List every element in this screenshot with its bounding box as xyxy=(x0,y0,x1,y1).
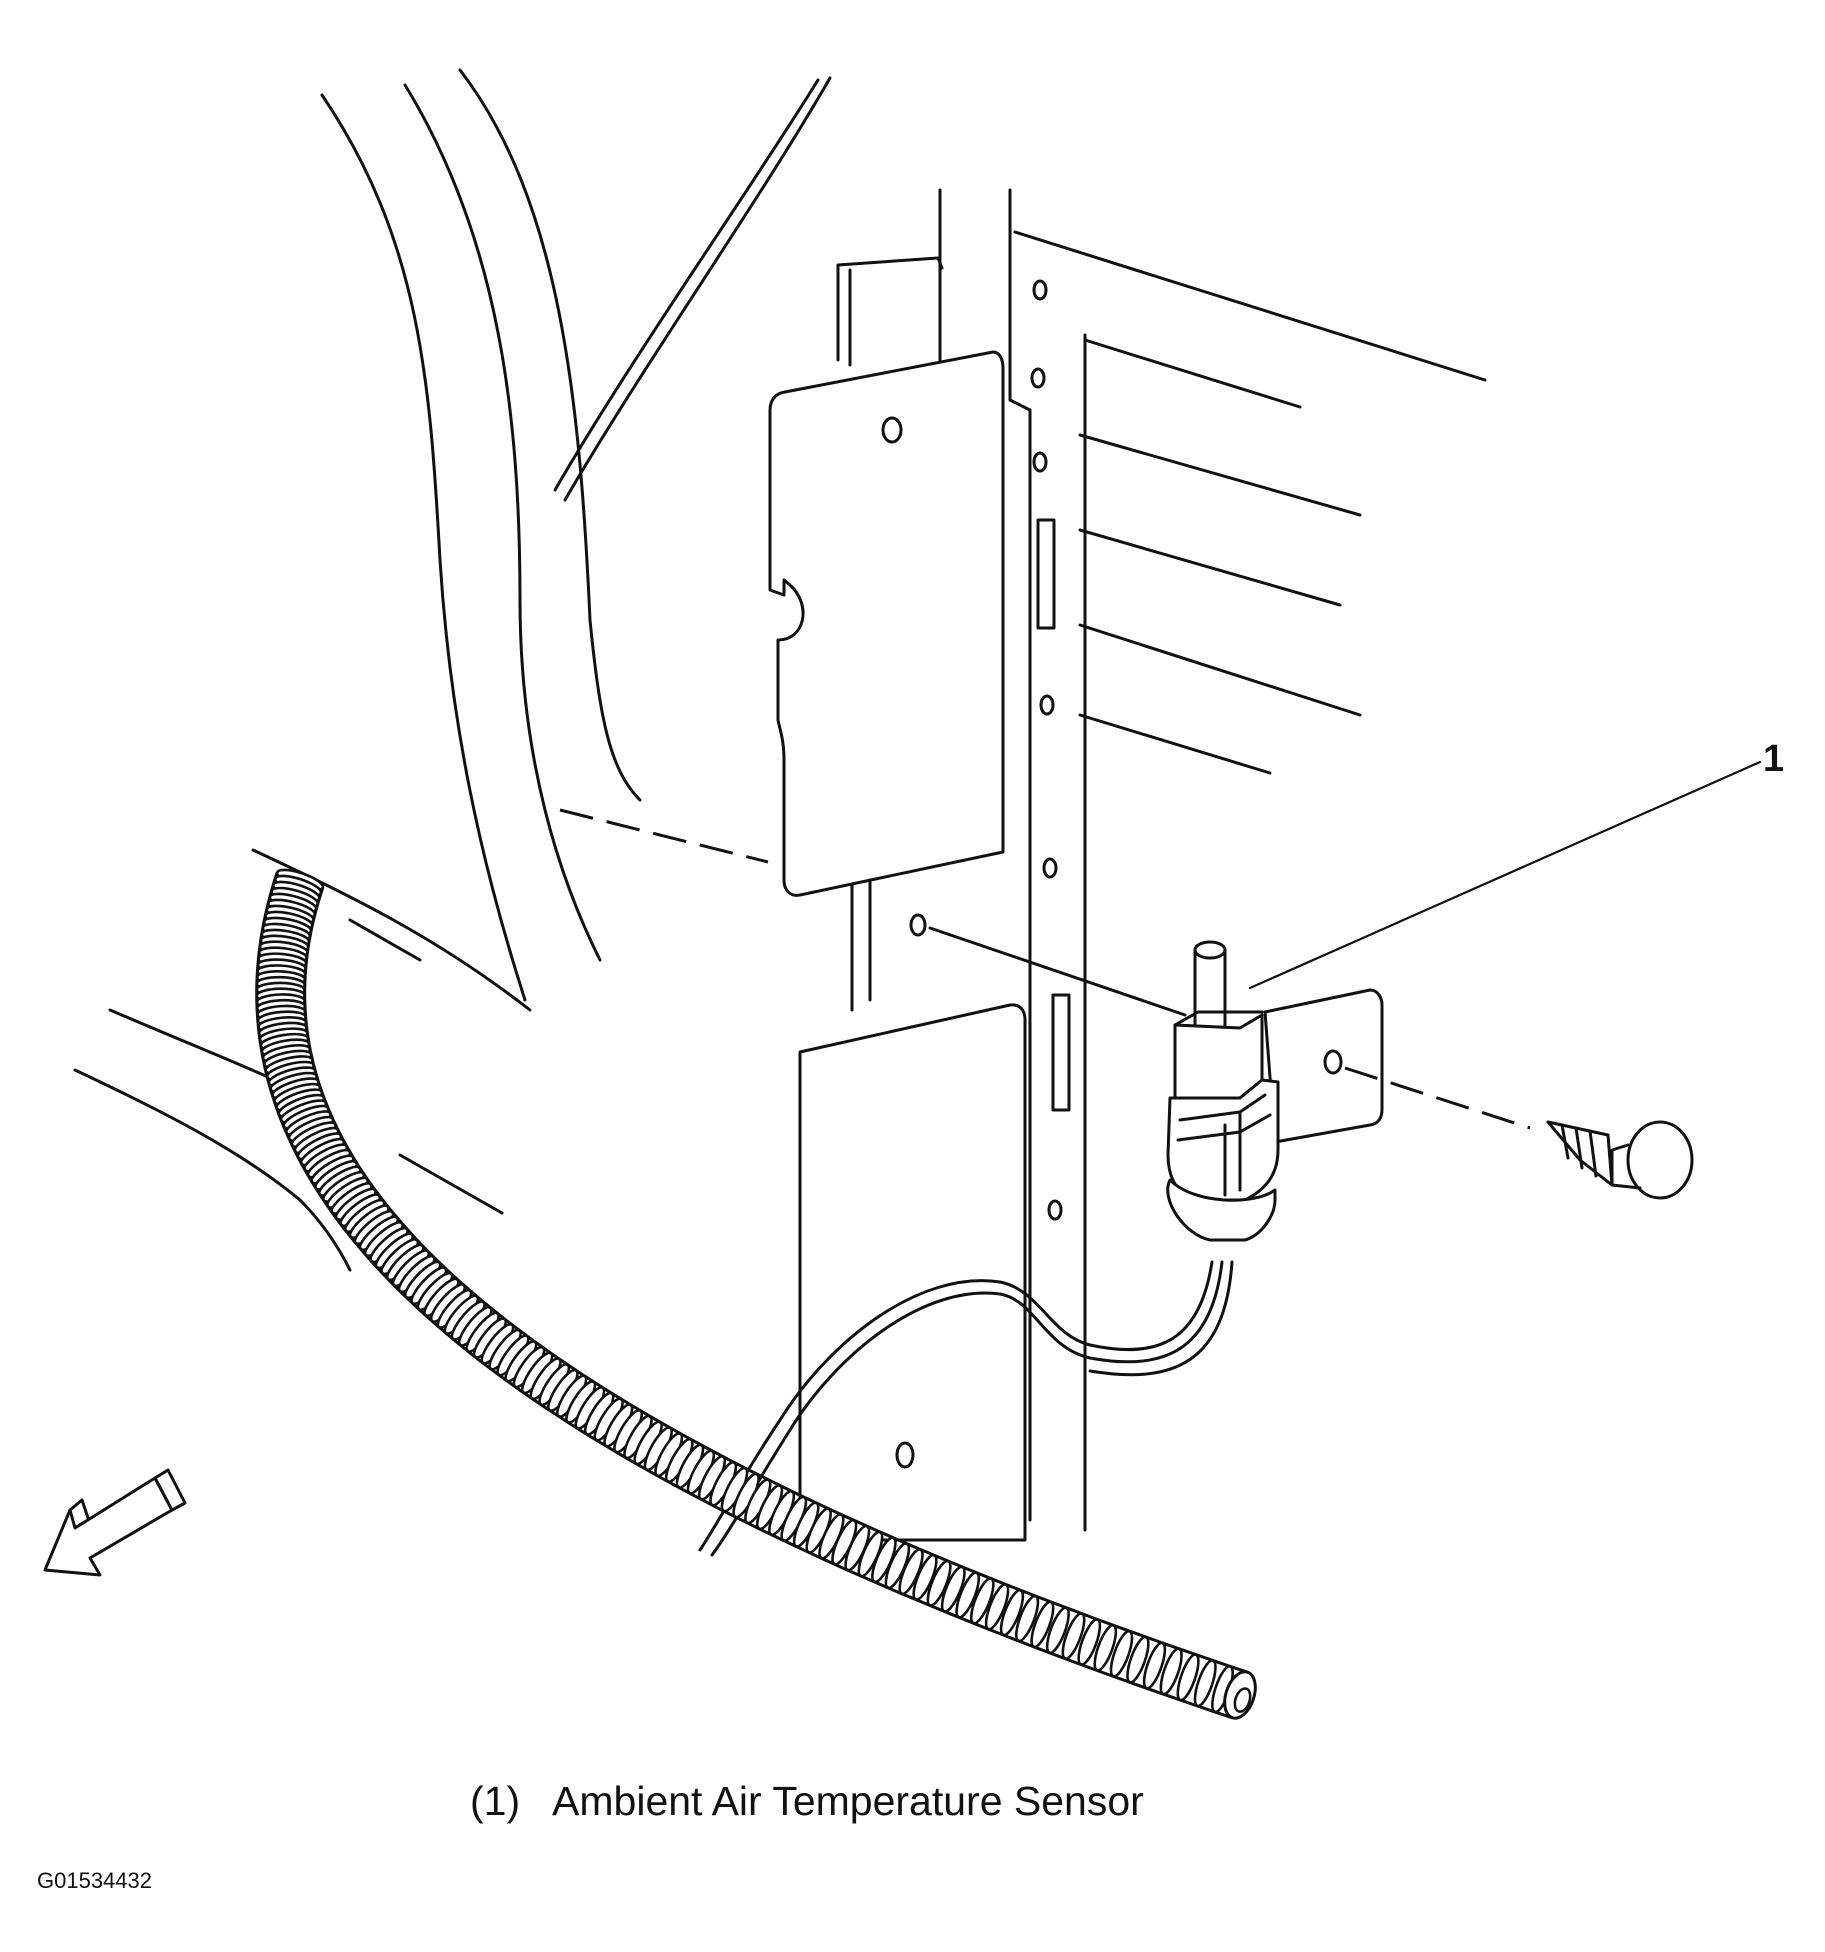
ambient-air-temperature-sensor xyxy=(1166,940,1384,1242)
wiring-harness-conduit xyxy=(255,868,1257,1720)
radiator-core xyxy=(1013,230,1487,1532)
conduit-end-opening xyxy=(1233,1687,1252,1713)
sensor-wires xyxy=(698,1260,1234,1557)
callout-number-1: 1 xyxy=(1763,738,1785,780)
figure-caption: (1) Ambient Air Temperature Sensor xyxy=(470,1778,1144,1825)
front-direction-arrow xyxy=(43,1468,187,1577)
radiator-support-rail xyxy=(938,188,1071,1522)
caption-number: (1) xyxy=(470,1778,521,1824)
callout-1-leader xyxy=(1248,760,1762,990)
conduit-outline xyxy=(255,872,1233,1720)
alignment-dash-right xyxy=(1344,1066,1531,1130)
caption-text: Ambient Air Temperature Sensor xyxy=(552,1778,1144,1824)
figure-id: G01534432 xyxy=(37,1868,152,1893)
alignment-line-sensor xyxy=(928,926,1187,1017)
alignment-dash-left xyxy=(559,808,769,864)
body-contour-lines xyxy=(73,68,832,1272)
push-pin-retainer xyxy=(1546,1120,1694,1200)
conduit-outline xyxy=(303,887,1249,1674)
lower-mounting-plate xyxy=(798,878,1027,1542)
upper-mounting-plate xyxy=(768,256,1005,897)
